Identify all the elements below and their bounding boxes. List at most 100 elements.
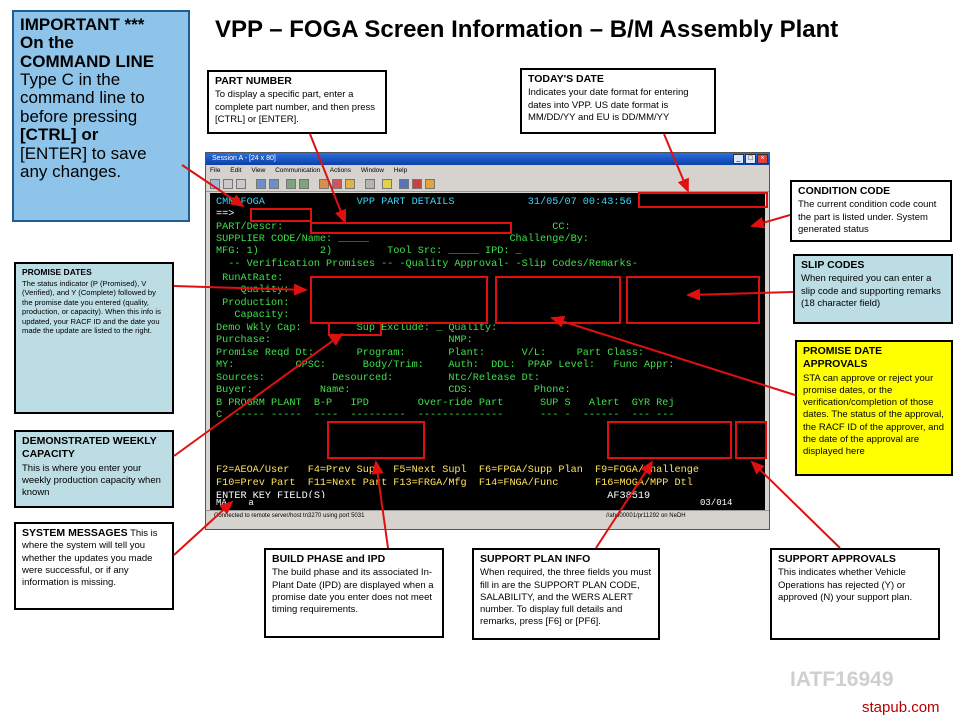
maximize-button[interactable]: □: [745, 154, 756, 164]
note-line: before pressing: [20, 106, 138, 126]
screen-line-purchase: Purchase: NMP:: [216, 335, 473, 346]
note-line: [ENTER] to save: [20, 143, 147, 163]
callout-heading: BUILD PHASE and IPD: [272, 553, 386, 565]
screen-line-capacity: Capacity:: [216, 310, 290, 321]
callout-heading: PART NUMBER: [215, 75, 292, 87]
callout-weekly-capacity: DEMONSTRATED WEEKLY CAPACITY This is whe…: [14, 430, 174, 508]
palette-icon[interactable]: [425, 179, 435, 189]
highlight-demo-wkly-cap: [328, 322, 382, 336]
minimize-button[interactable]: _: [733, 154, 744, 164]
function-keys-row2[interactable]: F10=Prev Part F11=Next Part F13=FRGA/Mfg…: [216, 478, 693, 489]
callout-condition-code: CONDITION CODE The current condition cod…: [790, 180, 952, 242]
window-title-bar: Session A - [24 x 80]: [206, 153, 769, 165]
status-bar: Connected to remote server/host tn3270 u…: [206, 510, 769, 520]
receive-icon[interactable]: [269, 179, 279, 189]
copy-icon[interactable]: [223, 179, 233, 189]
callout-heading: PROMISE DATE APPROVALS: [803, 345, 883, 371]
terminal-screen[interactable]: CMMSFOGA VPP PART DETAILS 31/05/07 00:43…: [210, 193, 765, 508]
operator-info-area: MA a 03/014: [210, 498, 765, 510]
stop-icon[interactable]: [412, 179, 422, 189]
screen-line-part: PART/Descr: CC:: [216, 222, 571, 233]
note-line: COMMAND LINE: [20, 51, 155, 71]
screen-line-mfg: MFG: 1) 2) Tool Src: _____ IPD: _: [216, 246, 522, 257]
callout-support-plan: SUPPORT PLAN INFO When required, the thr…: [472, 548, 660, 640]
screen-line-build-dashes: C ------ ----- ---- --------- ----------…: [216, 410, 675, 421]
callout-heading: TODAY'S DATE: [528, 73, 604, 85]
highlight-support-approvals: [735, 421, 767, 459]
menu-edit[interactable]: Edit: [230, 167, 242, 174]
settings-icon[interactable]: [399, 179, 409, 189]
menu-view[interactable]: View: [251, 167, 266, 174]
note-line: On the: [20, 33, 74, 53]
highlight-support-plan: [607, 421, 732, 459]
screen-line-runatrate: RunAtRate:: [216, 273, 284, 284]
command-line[interactable]: ==>: [216, 209, 235, 220]
screen-line-quality: Quality:: [216, 285, 290, 296]
callout-body: STA can approve or reject your promise d…: [803, 372, 944, 457]
note-line: Type C in the: [20, 70, 121, 90]
color-icon[interactable]: [299, 179, 309, 189]
callout-part-number: PART NUMBER To display a specific part, …: [207, 70, 387, 134]
screen-line-demo-wkly-cap: Demo Wkly Cap: Sup Exclude: _ Quality:: [216, 323, 498, 334]
callout-slip-codes: SLIP CODES When required you can enter a…: [793, 254, 953, 324]
callout-heading: PROMISE DATES: [22, 267, 92, 277]
screen-line-supplier: SUPPLIER CODE/Name: _____ Challenge/By:: [216, 234, 589, 245]
display-icon[interactable]: [286, 179, 296, 189]
play-icon[interactable]: [345, 179, 355, 189]
menu-actions[interactable]: Actions: [329, 167, 352, 174]
screen-line-header: CMMSFOGA VPP PART DETAILS 31/05/07 00:43…: [216, 197, 632, 208]
menu-communication[interactable]: Communication: [275, 167, 321, 174]
screen-line-promise-reqd: Promise Reqd Dt: Program: Plant: V/L: Pa…: [216, 348, 644, 359]
help-icon[interactable]: [382, 179, 392, 189]
callout-todays-date: TODAY'S DATE Indicates your date format …: [520, 68, 716, 134]
callout-body: To display a specific part, enter a comp…: [215, 89, 376, 125]
keyboard-icon[interactable]: [365, 179, 375, 189]
menu-help[interactable]: Help: [393, 167, 408, 174]
callout-body: The status indicator (P (Promised), V (V…: [22, 278, 161, 336]
toolbar: [206, 177, 769, 192]
status-connection: Connected to remote server/host tn3270 u…: [214, 513, 365, 519]
highlight-promise-dates: [310, 276, 488, 324]
highlight-command-line: [250, 208, 312, 222]
watermark-site: stapub.com: [862, 699, 940, 716]
callout-heading: SLIP CODES: [801, 259, 865, 271]
menu-file[interactable]: File: [210, 167, 221, 174]
callout-heading: SUPPORT PLAN INFO: [480, 553, 591, 565]
print-icon[interactable]: [210, 179, 220, 189]
screen-line-production: Production:: [216, 298, 290, 309]
status-session: //aho00001/pr11292 on NeDH: [606, 513, 686, 519]
menu-window[interactable]: Window: [360, 167, 384, 174]
note-line: [CTRL] or: [20, 125, 99, 145]
highlight-slip-codes: [626, 276, 760, 324]
screen-line-sources: Sources: Desourced: Ntc/Release Dt:: [216, 373, 541, 384]
note-line: any changes.: [20, 161, 122, 181]
cursor-position: 03/014: [700, 498, 733, 508]
callout-body: This is where the system will tell you w…: [22, 528, 158, 588]
callout-body: This is where you enter your weekly prod…: [22, 462, 161, 499]
watermark-brand: IATF16949: [790, 668, 894, 691]
note-line: IMPORTANT ***: [20, 15, 145, 34]
record-icon[interactable]: [332, 179, 342, 189]
callout-promise-date-approvals: PROMISE DATE APPROVALS STA can approve o…: [795, 340, 953, 476]
function-keys-row1[interactable]: F2=AEOA/User F4=Prev Supl F5=Next Supl F…: [216, 465, 699, 476]
note-line: command line to: [20, 88, 145, 108]
callout-body: Indicates your date format for entering …: [528, 87, 689, 123]
callout-body: The build phase and its associated In-Pl…: [272, 567, 434, 615]
callout-heading: DEMONSTRATED WEEKLY CAPACITY: [22, 435, 157, 461]
callout-heading: SYSTEM MESSAGES: [22, 527, 128, 539]
callout-body: This indicates whether Vehicle Operation…: [778, 567, 913, 603]
callout-heading: CONDITION CODE: [798, 185, 891, 197]
screen-line-promises-header: -- Verification Promises -- -Quality App…: [216, 259, 638, 270]
close-button[interactable]: ×: [757, 154, 768, 164]
paste-icon[interactable]: [236, 179, 246, 189]
screen-line-buyer: Buyer: Name: CDS: Phone:: [216, 385, 571, 396]
callout-system-messages: SYSTEM MESSAGES This is where the system…: [14, 522, 174, 610]
highlight-todays-date: [638, 192, 768, 208]
page-title: VPP – FOGA Screen Information – B/M Asse…: [215, 16, 839, 43]
oia-left: MA a: [216, 498, 254, 508]
macro-icon[interactable]: [319, 179, 329, 189]
send-icon[interactable]: [256, 179, 266, 189]
callout-body: When required, the three fields you must…: [480, 567, 652, 628]
callout-promise-dates: PROMISE DATES The status indicator (P (P…: [14, 262, 174, 414]
callout-heading: SUPPORT APPROVALS: [778, 553, 896, 565]
